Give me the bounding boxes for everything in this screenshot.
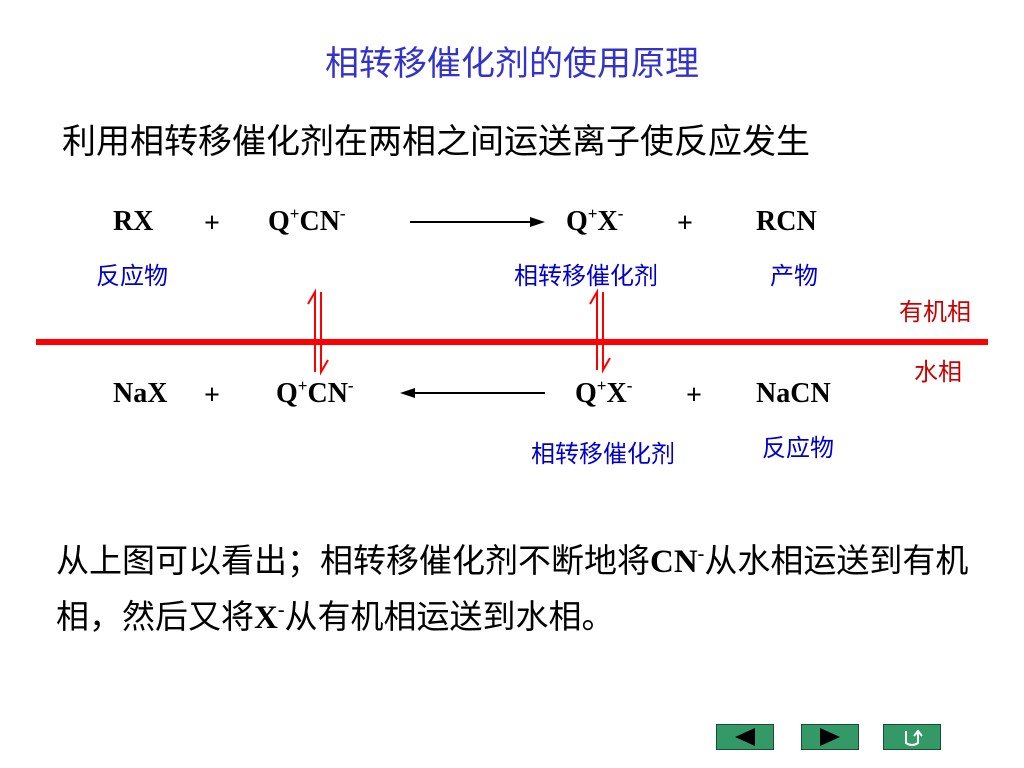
prev-slide-button[interactable] [716,724,774,750]
plus-sign: + [204,208,220,239]
qcn-formula-organic: Q+CN- [268,204,346,237]
page-title: 相转移催化剂的使用原理 [325,44,699,84]
next-slide-button[interactable] [801,724,859,750]
reactant-label-aqueous: 反应物 [762,434,834,462]
plus-sign: + [686,380,702,411]
return-button[interactable] [883,724,941,750]
nax-formula: NaX [113,378,168,409]
catalyst-label-aqueous: 相转移催化剂 [531,440,675,468]
reverse-arrow [400,388,545,398]
qx-formula-organic: Q+X- [566,204,624,237]
forward-arrow [410,217,545,227]
triangle-left-icon [735,728,755,746]
right-equilibrium-arrows [589,288,611,374]
subtitle: 利用相转移催化剂在两相之间运送离子使反应发生 [62,122,810,162]
triangle-right-icon [820,728,840,746]
qx-formula-aqueous: Q+X- [575,376,633,409]
rcn-formula: RCN [756,206,817,237]
return-arrow-icon [905,729,923,746]
qcn-formula-aqueous: Q+CN- [276,376,354,409]
organic-phase-label: 有机相 [899,298,971,326]
product-label: 产物 [770,262,818,290]
aqueous-phase-label: 水相 [914,358,962,386]
left-equilibrium-arrows [307,288,329,376]
plus-sign: + [204,380,220,411]
catalyst-label-organic: 相转移催化剂 [514,262,658,290]
plus-sign: + [677,208,693,239]
conclusion-text: 从上图可以看出；相转移催化剂不断地将CN-从水相运送到有机相，然后又将X-从有机… [56,541,969,636]
nacn-formula: NaCN [756,378,831,409]
reactant-label-organic: 反应物 [96,262,168,290]
rx-formula: RX [113,206,154,237]
